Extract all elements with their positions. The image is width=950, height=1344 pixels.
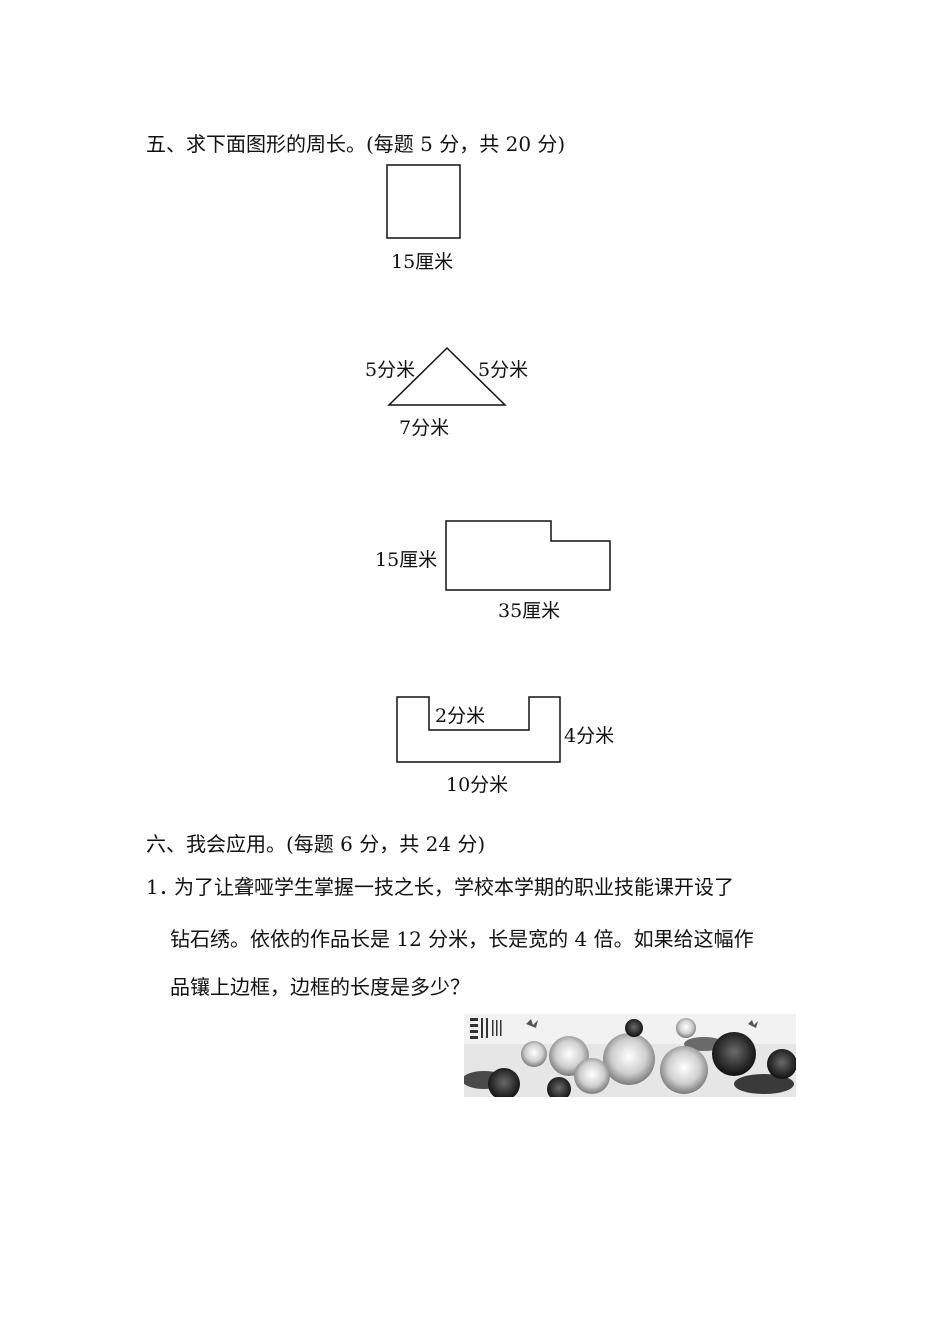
u-height-label: 4分米 (564, 725, 615, 747)
u-width-label: 10分米 (446, 774, 509, 796)
question-1-number: 1． (146, 875, 179, 899)
triangle-figure (387, 346, 507, 406)
embroidery-image (464, 1014, 796, 1097)
question-1-line-2: 钻石绣。依依的作品长是 12 分米，长是宽的 4 倍。如果给这幅作 (170, 927, 754, 951)
triangle-left-label: 5分米 (365, 359, 416, 381)
calligraphy-marks (470, 1018, 502, 1039)
stepped-figure (445, 520, 611, 591)
question-1-line-1: 为了让聋哑学生掌握一技之长，学校本学期的职业技能课开设了 (174, 875, 734, 899)
u-shape-figure (396, 696, 561, 763)
section-5-heading: 五、求下面图形的周长。(每题 5 分，共 20 分) (146, 132, 566, 156)
u-inner-label: 2分米 (435, 705, 486, 727)
square-side-label: 15厘米 (391, 251, 454, 273)
question-1-line-3: 品镶上边框，边框的长度是多少？ (170, 975, 470, 999)
square-figure (386, 164, 461, 239)
stepped-width-label: 35厘米 (498, 600, 561, 622)
stepped-height-label: 15厘米 (375, 549, 438, 571)
triangle-bottom-label: 7分米 (399, 417, 450, 439)
section-6-heading: 六、我会应用。(每题 6 分，共 24 分) (146, 832, 486, 856)
triangle-right-label: 5分米 (478, 359, 529, 381)
